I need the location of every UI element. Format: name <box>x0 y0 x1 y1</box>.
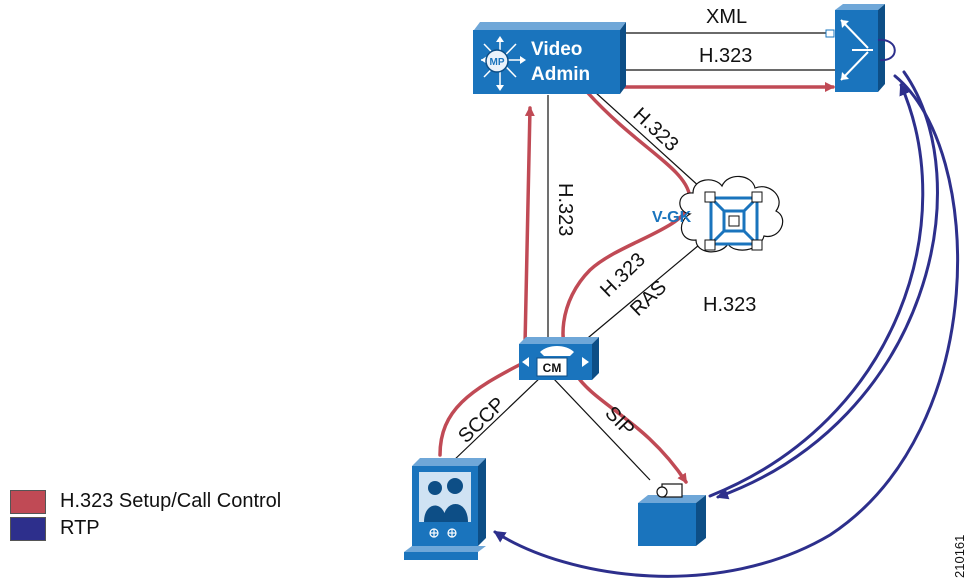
legend-swatch-call-control <box>10 489 46 514</box>
gateway-arrows-icon <box>840 19 873 81</box>
video-admin-label-line1: Video <box>531 39 582 60</box>
endpoint-monitor-top <box>412 458 486 466</box>
gateway-side-face <box>878 4 885 92</box>
endpoint-base <box>404 546 486 552</box>
endpoint-people-icon <box>424 478 468 522</box>
gatekeeper-cloud <box>679 175 784 253</box>
sip-label: SIP <box>600 402 638 440</box>
connection-lines <box>451 32 836 481</box>
video-admin-device: MP Video Admin <box>473 22 626 94</box>
cm-to-camera-link <box>552 377 651 481</box>
legend-item-rtp: RTP <box>10 515 281 542</box>
gateway-device <box>825 4 896 92</box>
callmanager-device: CM <box>519 337 599 380</box>
gatekeeper-label: V-GK <box>652 209 692 226</box>
callmanager-right-arrow-icon <box>582 357 589 367</box>
video-endpoint-device <box>404 458 486 560</box>
endpoint-dial-icon <box>429 528 457 538</box>
legend-swatch-rtp <box>10 516 46 541</box>
call-control-admin-gk-loop <box>561 91 692 484</box>
gateway-loop-icon <box>877 38 896 62</box>
callmanager-badge-label: CM <box>543 361 562 375</box>
gatekeeper-device: V-GK <box>652 175 784 253</box>
gateway-port <box>825 29 835 38</box>
endpoint-monitor-side <box>478 458 486 546</box>
legend-label-rtp: RTP <box>60 517 100 539</box>
camera-device <box>638 483 706 546</box>
callmanager-side-face <box>592 337 599 380</box>
legend-item-call-control: H.323 Setup/Call Control <box>10 488 281 515</box>
mp-badge-label: MP <box>490 57 505 68</box>
legend-label-call-control: H.323 Setup/Call Control <box>60 490 282 512</box>
callmanager-phone-icon <box>540 346 574 356</box>
camera-side-face <box>696 495 706 546</box>
gatekeeper-nodes <box>704 191 763 251</box>
rtp-paths <box>493 70 960 578</box>
legend: H.323 Setup/Call Control RTP <box>10 488 281 542</box>
rtp-gateway-camera <box>716 70 939 500</box>
callmanager-top-face <box>519 337 599 344</box>
callmanager-badge <box>536 357 568 377</box>
camera-top-face <box>638 495 706 503</box>
camera-lens-icon <box>656 486 668 498</box>
h323-vertical-label: H.323 <box>554 183 576 236</box>
endpoint-base-front <box>404 552 478 560</box>
h323-top-label: H.323 <box>699 45 752 67</box>
cm-to-endpoint-link <box>451 375 543 463</box>
gateway-top-face <box>835 4 885 10</box>
rtp-gateway-endpoint <box>493 74 960 578</box>
cm-to-gk-link <box>582 239 706 343</box>
video-admin-label-line2: Admin <box>531 64 590 85</box>
mp-badge-circle <box>485 49 509 73</box>
h323-right-label: H.323 <box>703 294 756 316</box>
video-admin-top-face <box>474 22 626 30</box>
video-admin-side-face <box>620 22 626 94</box>
admin-to-gk-link <box>594 91 713 199</box>
ras-label: RAS <box>626 276 671 320</box>
rtp-camera-gateway <box>708 83 925 498</box>
camera-front-face <box>638 503 696 546</box>
callmanager-left-arrow-icon <box>522 357 529 367</box>
xml-label: XML <box>706 6 747 28</box>
figure-id: 210161 <box>952 534 967 578</box>
